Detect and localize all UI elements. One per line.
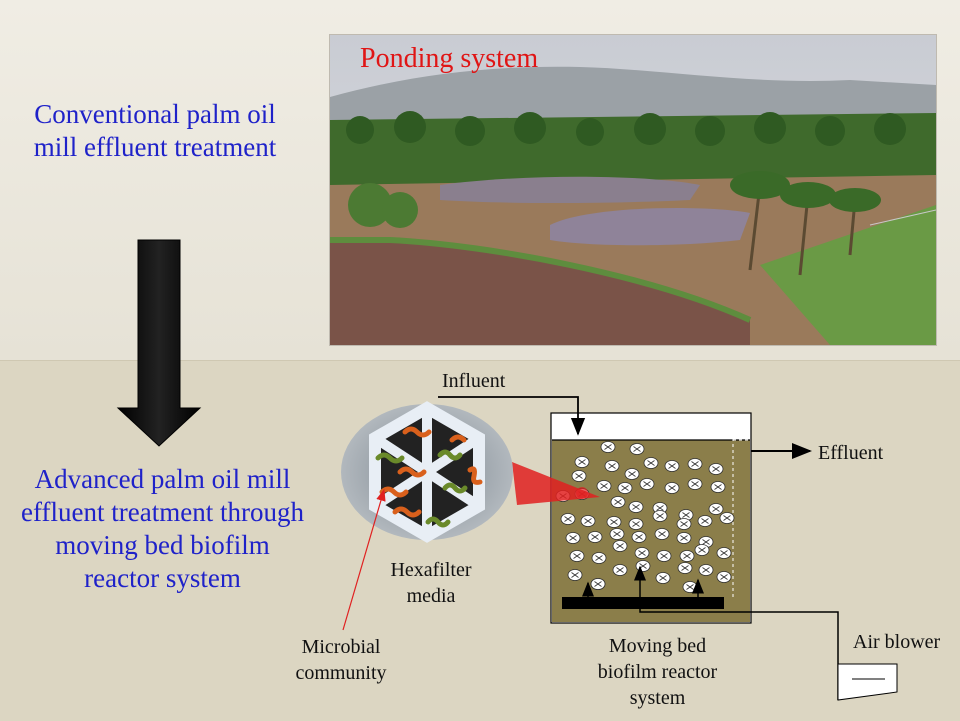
carrier-media-mark — [569, 535, 577, 541]
hexafilter-media-closeup — [341, 401, 513, 543]
carrier-media-mark — [578, 459, 586, 465]
carrier-media-mark — [691, 481, 699, 487]
carrier-media-mark — [571, 572, 579, 578]
carrier-media-mark — [681, 565, 689, 571]
carrier-media-mark — [594, 581, 602, 587]
carrier-media-mark — [660, 553, 668, 559]
carrier-media-mark — [691, 461, 699, 467]
carrier-media-mark — [616, 543, 624, 549]
ponding-landscape-illustration — [330, 35, 936, 345]
carrier-media-mark — [698, 547, 706, 553]
carrier-media-mark — [720, 550, 728, 556]
carrier-media-mark — [633, 446, 641, 452]
influent-pipe-arrow — [438, 396, 586, 436]
air-pipe — [639, 609, 839, 700]
ponding-system-label: Ponding system — [360, 43, 539, 74]
carrier-media-mark — [628, 471, 636, 477]
carrier-media-mark — [647, 460, 655, 466]
microbial-pointer — [342, 488, 386, 631]
carrier-media-mark — [656, 513, 664, 519]
carrier-media-mark — [613, 531, 621, 537]
carrier-media-mark — [680, 535, 688, 541]
carrier-media-mark — [616, 567, 624, 573]
air-diffuser-bar — [562, 597, 724, 609]
carrier-media-mark — [621, 485, 629, 491]
carrier-media-mark — [659, 575, 667, 581]
carrier-media-mark — [575, 473, 583, 479]
carrier-media-mark — [702, 567, 710, 573]
carrier-media-mark — [638, 550, 646, 556]
carrier-media-mark — [656, 505, 664, 511]
carrier-media-mark — [714, 484, 722, 490]
conventional-treatment-heading: Conventional palm oil mill effluent trea… — [33, 99, 277, 162]
carrier-media-mark — [584, 518, 592, 524]
transition-down-arrow — [116, 239, 202, 447]
influent-label: Influent — [442, 370, 506, 392]
air-blower-label: Air blower — [853, 631, 941, 653]
carrier-media-mark — [658, 531, 666, 537]
carrier-media-mark — [683, 553, 691, 559]
carrier-media-mark — [682, 512, 690, 518]
carrier-media-mark — [668, 485, 676, 491]
microbial-community-label: Microbial community — [295, 636, 387, 684]
carrier-media-mark — [573, 553, 581, 559]
carrier-media-mark — [712, 506, 720, 512]
carrier-media-mark — [723, 515, 731, 521]
carrier-media-mark — [720, 574, 728, 580]
carrier-media-mark — [680, 521, 688, 527]
carrier-media-mark — [668, 463, 676, 469]
carrier-media-mark — [595, 555, 603, 561]
carrier-media-mark — [604, 444, 612, 450]
carrier-media-group — [555, 441, 735, 593]
carrier-media-mark — [614, 499, 622, 505]
ponding-system-photo: Ponding system — [329, 34, 937, 346]
air-blower-shape — [837, 663, 898, 701]
carrier-media-mark — [610, 519, 618, 525]
carrier-media-mark — [564, 516, 572, 522]
effluent-label: Effluent — [818, 442, 884, 464]
carrier-media-mark — [643, 481, 651, 487]
hexafilter-media-label: Hexafilter media — [390, 559, 472, 607]
reactor-system-label: Moving bed biofilm reactor system — [597, 635, 718, 709]
carrier-media-mark — [608, 463, 616, 469]
carrier-media-mark — [591, 534, 599, 540]
carrier-media-mark — [632, 521, 640, 527]
carrier-media-mark — [712, 466, 720, 472]
carrier-media-mark — [702, 539, 710, 545]
carrier-media-mark — [600, 483, 608, 489]
carrier-media-mark — [632, 504, 640, 510]
carrier-media-mark — [701, 518, 709, 524]
carrier-media-mark — [635, 534, 643, 540]
advanced-treatment-heading: Advanced palm oil mill effluent treatmen… — [21, 464, 304, 593]
